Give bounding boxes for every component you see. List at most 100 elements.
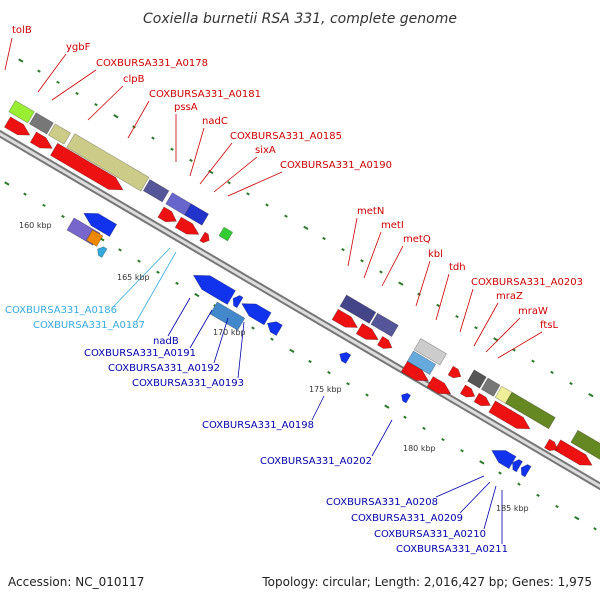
gene-feature-46 [512,459,523,473]
tick-inner-26 [498,471,502,475]
gene-label-A0186: COXBURSA331_A0186 [5,305,117,316]
gene-feature-17 [355,322,379,341]
gene-feature-40 [241,303,272,326]
tick-outer-16 [322,236,326,241]
tick-outer-22 [436,303,440,308]
gene-feature-3 [66,133,150,192]
gene-feature-8 [165,192,192,216]
tick-inner-18 [346,382,350,386]
leader-line-11 [363,231,382,279]
gene-feature-6 [29,131,53,149]
gene-feature-13 [218,226,234,242]
gene-feature-1 [29,112,54,135]
gene-feature-7 [50,142,124,191]
gene-feature-29 [473,392,491,407]
gene-feature-5 [3,116,31,136]
gene-feature-19 [413,338,447,366]
gene-label-A0208: COXBURSA331_A0208 [326,497,438,508]
gene-feature-33 [544,438,558,452]
tick-outer-13 [265,203,269,207]
tick-inner-20 [384,404,390,409]
gene-feature-44 [401,392,412,404]
tick-outer-27 [531,359,535,363]
gene-feature-38 [192,274,236,305]
gene-label-A0211: COXBURSA331_A0211 [396,544,508,555]
leader-line-0 [4,37,13,71]
tick-inner-16 [308,359,312,364]
gene-feature-42 [266,321,283,336]
scale-ticks [4,58,597,531]
tick-inner-25 [479,460,485,465]
gene-feature-34 [83,212,118,237]
leader-line-27 [435,475,485,498]
tick-inner-8 [156,270,160,274]
leader-line-12 [381,245,404,287]
leader-line-9 [227,171,283,197]
tick-outer-21 [417,292,421,296]
gene-feature-4 [142,179,170,203]
leader-line-3 [87,85,124,121]
tick-inner-30 [574,516,580,521]
leader-line-21 [167,297,191,337]
gene-label-A0185: COXBURSA331_A0185 [230,131,342,142]
gene-label-sixA: sixA [255,145,276,156]
tick-inner-1 [23,192,27,196]
gene-feature-36 [86,229,104,247]
tick-inner-0 [4,181,10,186]
tick-outer-4 [94,102,98,107]
gene-features [3,100,600,478]
gene-label-A0191: COXBURSA331_A0191 [84,348,196,359]
gene-feature-28 [459,384,476,398]
gene-feature-14 [339,294,377,324]
gene-feature-22 [426,376,452,395]
tick-outer-5 [113,114,119,119]
tick-outer-12 [246,192,250,196]
gene-feature-15 [370,312,399,337]
gene-label-mraW: mraW [518,306,548,317]
scale-label-180: 180 kbp [403,444,436,453]
gene-label-mraZ: mraZ [496,291,523,302]
leader-line-15 [459,288,474,333]
leader-line-22 [189,309,213,349]
tick-outer-1 [37,69,41,73]
gene-label-A0202: COXBURSA331_A0202 [260,456,372,467]
leader-line-26 [371,419,393,457]
leader-line-7 [199,142,233,185]
tick-inner-19 [365,393,369,397]
tick-outer-25 [493,337,499,342]
gene-label-clpB: clpB [123,74,145,85]
tick-outer-0 [18,58,24,63]
gene-label-A0209: COXBURSA331_A0209 [351,513,463,524]
leader-line-19 [111,247,171,309]
leader-line-10 [347,217,358,267]
gene-label-A0178: COXBURSA331_A0178 [96,58,208,69]
leader-line-2 [51,69,97,101]
leader-line-4 [127,100,150,139]
leader-line-28 [459,481,491,514]
tick-inner-13 [251,326,255,330]
tick-outer-17 [341,248,345,252]
gene-label-A0187: COXBURSA331_A0187 [33,320,145,331]
gene-feature-24 [467,369,487,389]
leader-line-29 [483,485,497,530]
gene-feature-10 [157,206,177,223]
gene-label-tdh: tdh [449,262,466,273]
gene-label-metI: metI [381,220,404,231]
leader-line-8 [213,156,258,193]
gene-feature-23 [447,365,462,379]
tick-inner-17 [327,371,331,375]
scale-label-170: 170 kbp [213,328,246,337]
tick-outer-3 [75,91,79,96]
gene-feature-43 [339,352,352,364]
gene-label-pssA: pssA [174,102,198,113]
topology-text: Topology: circular; Length: 2,016,427 bp… [261,575,592,589]
map-title: Coxiella burnetii RSA 331, complete geno… [143,11,457,27]
gene-feature-16 [331,308,359,328]
label-leader-lines [4,37,543,544]
tick-outer-14 [284,214,288,218]
gene-label-A0198: COXBURSA331_A0198 [202,420,314,431]
gene-feature-31 [570,429,600,474]
gene-label-nadB: nadB [153,336,179,347]
gene-feature-9 [184,203,209,226]
